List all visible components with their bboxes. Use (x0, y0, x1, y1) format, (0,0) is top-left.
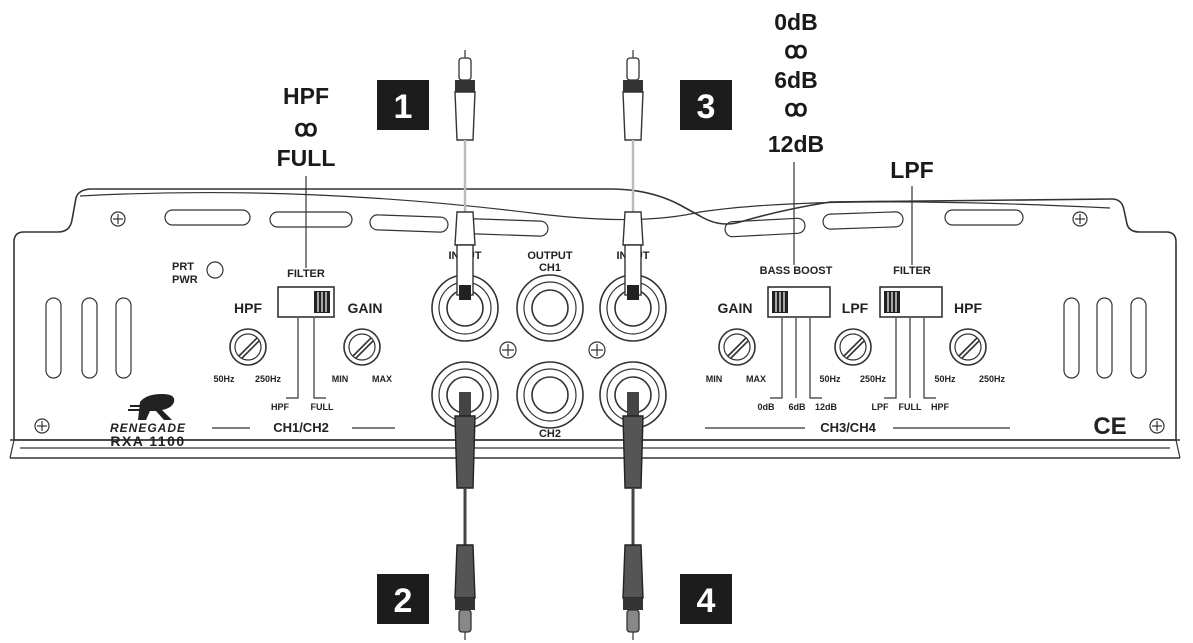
ce-mark: CE (1093, 413, 1126, 440)
rca-cable-3 (622, 50, 644, 300)
prt-label: PRT (172, 261, 194, 273)
number-badge-4: 4 (680, 574, 732, 624)
boost-0db-label: 0dB (757, 402, 775, 412)
boost-12db-label: 12dB (815, 402, 838, 412)
switch-hpf-label: HPF (271, 402, 290, 412)
hpf-knob-right[interactable] (949, 328, 987, 366)
link-icon: ꝏ (294, 115, 317, 141)
svg-text:4: 4 (697, 582, 716, 620)
led-icon (206, 261, 224, 279)
protect-power-indicator: PRT PWR (172, 261, 224, 286)
switch-lpf-label: LPF (872, 402, 890, 412)
lpf-knob[interactable] (834, 328, 872, 366)
amplifier-chassis (9, 188, 1181, 459)
callout-full: FULL (277, 145, 336, 171)
number-badge-3: 3 (680, 80, 732, 130)
switch-full-label: FULL (311, 402, 334, 412)
brand-logo: RENEGADE RXA 1100 (110, 394, 186, 449)
lpf-max-label: 250Hz (860, 374, 887, 384)
output-ch-label: CH1 (539, 262, 561, 274)
rca-cable-2 (454, 392, 476, 640)
gain-knob-left[interactable] (343, 328, 381, 366)
rca-jack-output-ch2[interactable] (516, 361, 584, 429)
hpf-min-label: 50Hz (213, 374, 235, 384)
ch1-ch2-controls: FILTER HPF FULL HPF 50Hz 250Hz GAIN (212, 268, 395, 435)
switch-hpf-label-right: HPF (931, 402, 950, 412)
boost-6db-label: 6dB (788, 402, 806, 412)
callout-filter-left: HPF ꝏ FULL (277, 83, 336, 268)
gain-max-label: MAX (372, 374, 392, 384)
callout-bass-boost: 0dB ꝏ 6dB ꝏ 12dB (768, 9, 824, 265)
screw-icon (1072, 211, 1088, 227)
gain-knob-label-right: GAIN (718, 300, 753, 316)
bass-boost-switch[interactable] (767, 286, 831, 318)
lpf-min-label: 50Hz (819, 374, 841, 384)
output-label: OUTPUT (527, 250, 573, 262)
filter-switch-right[interactable] (879, 286, 943, 318)
screw-icon (34, 418, 50, 434)
screw-icon (499, 341, 517, 359)
screw-icon (110, 211, 126, 227)
side-vents-left (45, 297, 132, 379)
callout-hpf: HPF (283, 83, 329, 109)
hpf-max-label-right: 250Hz (979, 374, 1006, 384)
ch3-ch4-controls: BASS BOOST FILTER 0dB 6dB 12dB LPF FULL … (705, 265, 1010, 435)
section-label-right: CH3/CH4 (820, 420, 876, 435)
side-vents-right (1063, 297, 1147, 379)
ch2-output-label: CH2 (539, 428, 561, 440)
callout-12db: 12dB (768, 131, 824, 157)
filter-label-left: FILTER (287, 268, 325, 280)
rca-cable-1 (454, 50, 476, 300)
hpf-knob-left[interactable] (229, 328, 267, 366)
bass-boost-label: BASS BOOST (760, 265, 833, 277)
screw-icon (1149, 418, 1165, 434)
filter-label-right: FILTER (893, 265, 931, 277)
number-badge-1: 1 (377, 80, 429, 130)
callout-0db: 0dB (774, 9, 817, 35)
pwr-label: PWR (172, 274, 198, 286)
svg-text:1: 1 (394, 88, 413, 126)
screws (34, 211, 1165, 434)
rca-cable-4 (622, 392, 644, 640)
rca-jack-output-ch1[interactable] (516, 274, 584, 342)
hpf-knob-label: HPF (234, 300, 262, 316)
gain-knob-label: GAIN (348, 300, 383, 316)
hpf-min-label-right: 50Hz (934, 374, 956, 384)
link-icon: ꝏ (784, 37, 807, 63)
callout-filter-right: LPF (890, 157, 934, 265)
ventilation-slots-top (164, 209, 1024, 238)
number-badge-2: 2 (377, 574, 429, 624)
hpf-max-label: 250Hz (255, 374, 282, 384)
callout-lpf: LPF (890, 157, 933, 183)
lpf-knob-label: LPF (842, 300, 869, 316)
section-label-left: CH1/CH2 (273, 420, 329, 435)
callout-6db: 6dB (774, 67, 817, 93)
svg-text:3: 3 (697, 88, 716, 126)
switch-full-label-right: FULL (899, 402, 922, 412)
hpf-knob-label-right: HPF (954, 300, 982, 316)
filter-switch-left[interactable] (277, 286, 335, 318)
brand-name: RENEGADE (110, 421, 186, 435)
model-name: RXA 1100 (110, 433, 185, 449)
link-icon: ꝏ (784, 95, 807, 121)
screw-icon (588, 341, 606, 359)
gain-max-label-right: MAX (746, 374, 766, 384)
gain-min-label-right: MIN (706, 374, 723, 384)
gain-knob-right[interactable] (718, 328, 756, 366)
gain-min-label: MIN (332, 374, 349, 384)
svg-text:2: 2 (394, 582, 413, 620)
